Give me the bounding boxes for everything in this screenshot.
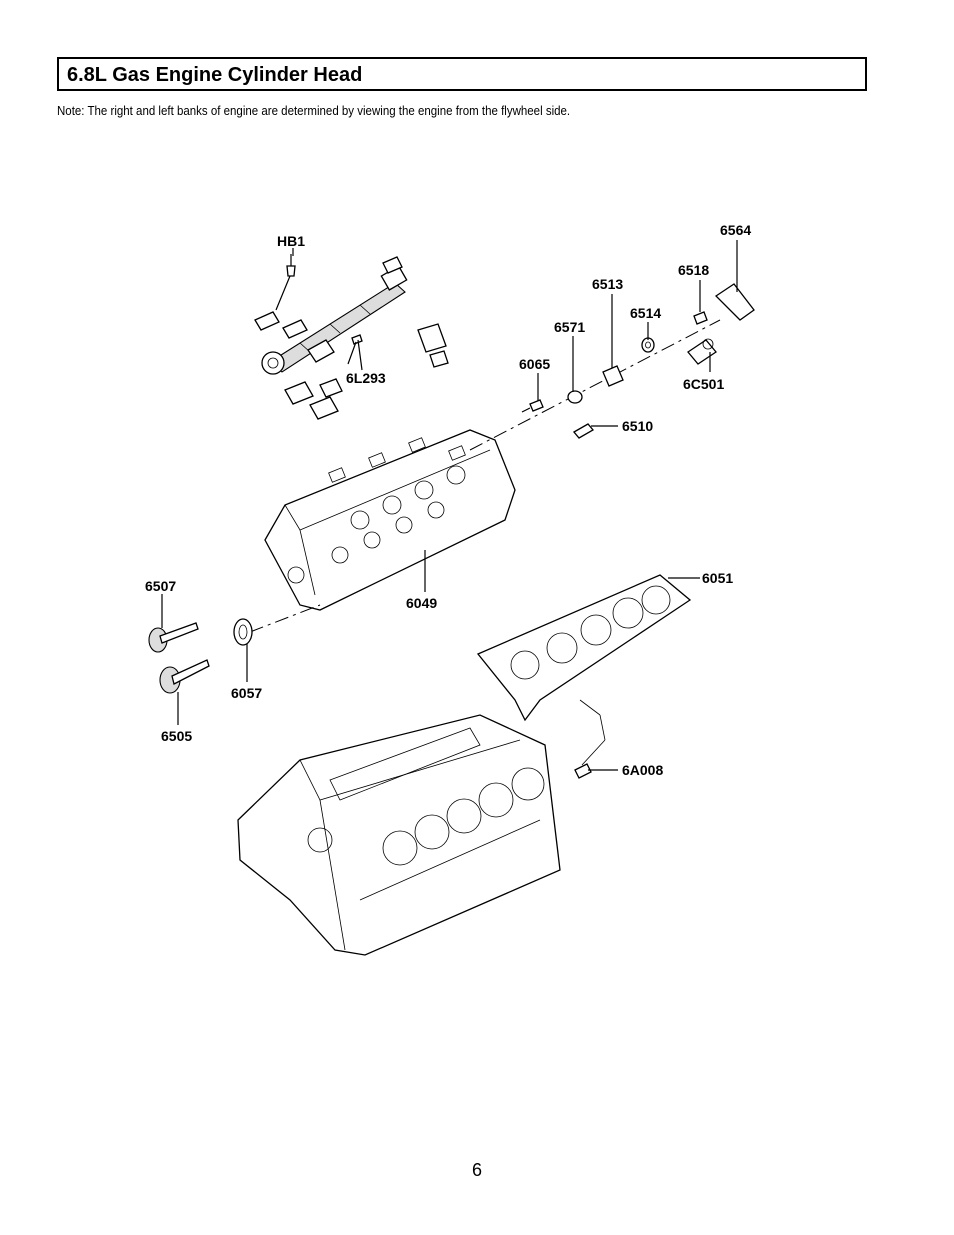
note-text: Note: The right and left banks of engine… [57,104,571,118]
valves [148,618,253,694]
label-6564: 6564 [720,222,751,238]
label-6051: 6051 [702,570,733,586]
head-gasket [476,574,692,779]
page-title: 6.8L Gas Engine Cylinder Head [67,64,363,86]
camshaft-assembly [254,254,449,420]
label-6l293: 6L293 [346,370,386,386]
label-6049: 6049 [406,595,437,611]
label-6518: 6518 [678,262,709,278]
label-6057: 6057 [231,685,262,701]
label-6505: 6505 [161,728,192,744]
label-6514: 6514 [630,305,661,321]
leader-lines [161,240,738,771]
cylinder-head [264,429,516,611]
section-title-box: 6.8L Gas Engine Cylinder Head [57,57,867,91]
page-number: 6 [471,1160,482,1180]
label-6571: 6571 [554,319,585,335]
label-6065: 6065 [519,356,550,372]
valve-train-parts [521,283,755,439]
label-6507: 6507 [145,578,176,594]
label-hb1: HB1 [277,233,305,249]
label-6513: 6513 [592,276,623,292]
label-6510: 6510 [622,418,653,434]
label-6a008: 6A008 [622,762,663,778]
label-6c501: 6C501 [683,376,724,392]
engine-block [237,714,561,956]
